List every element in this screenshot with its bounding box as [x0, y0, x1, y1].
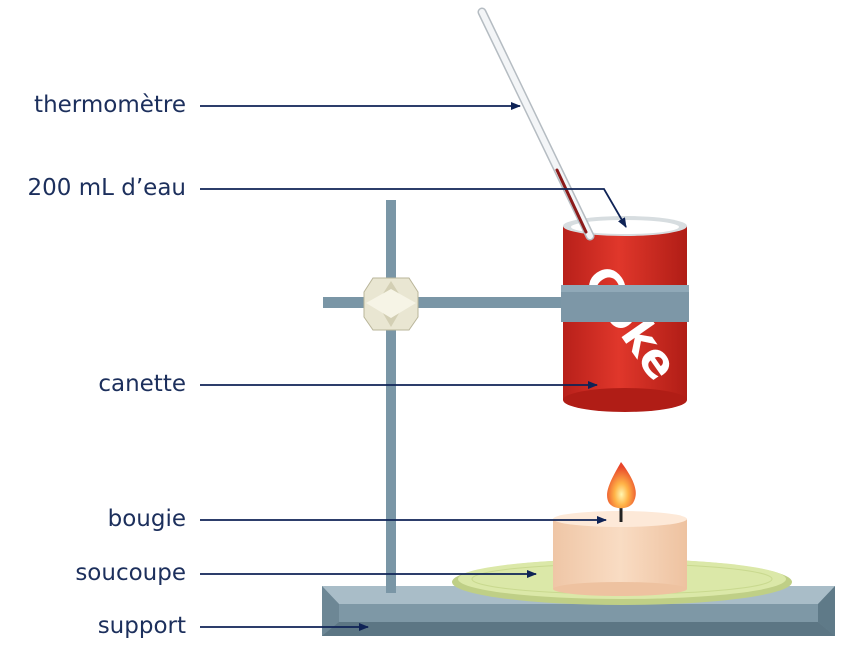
thermometer-icon: [477, 7, 595, 241]
candle: [553, 462, 687, 596]
label-thermometer: thermomètre: [34, 92, 186, 118]
label-support: support: [97, 613, 186, 639]
label-arrows: [200, 102, 627, 631]
stand-rods: [323, 200, 568, 593]
soda-can: Coke: [561, 216, 689, 412]
label-can: canette: [98, 371, 186, 397]
label-saucer: soucoupe: [75, 560, 186, 586]
arrow-water: [200, 188, 627, 228]
clamp-icon: [363, 277, 419, 331]
label-water: 200 mL d’eau: [27, 175, 186, 201]
flame-icon: [607, 462, 636, 509]
label-candle: bougie: [107, 506, 186, 532]
